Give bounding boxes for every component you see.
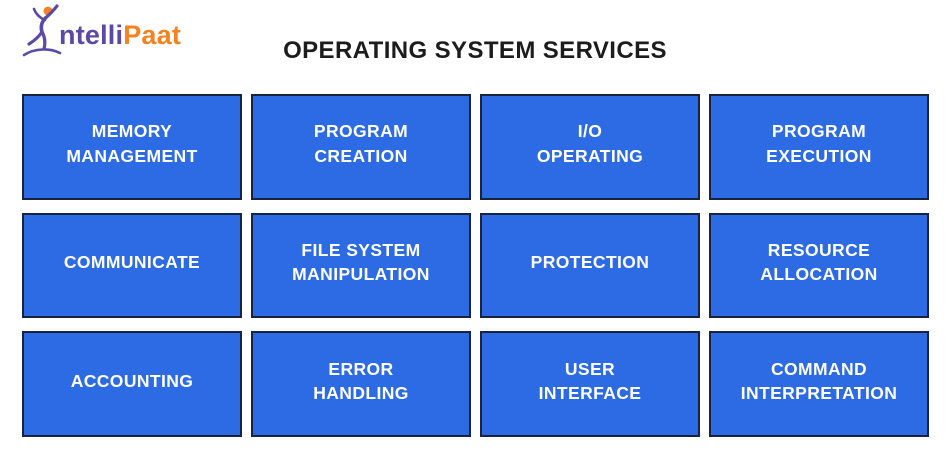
service-box-label: FILE SYSTEM (301, 239, 421, 260)
service-box-label: INTERPRETATION (740, 383, 898, 404)
service-box: ACCOUNTING (22, 331, 242, 437)
intellipaat-logo: ntelliPaat (22, 2, 181, 62)
service-box-label: MANAGEMENT (66, 145, 198, 166)
service-box-label: PROGRAM (313, 121, 409, 142)
service-box-label: PROGRAM (771, 121, 867, 142)
services-grid: MEMORY MANAGEMENT PROGRAM CREATION I/O OPERAT… (22, 94, 929, 437)
service-box-label: RESOURCE (767, 239, 871, 260)
service-box-label: EXECUTION (766, 145, 872, 166)
service-box: MEMORY MANAGEMENT (22, 94, 242, 200)
service-box-label: USER (564, 358, 616, 379)
logo-wordmark-part1: ntelli (59, 19, 124, 50)
service-box: USER INTERFACE (480, 331, 700, 437)
leaping-person-icon (22, 3, 68, 61)
service-box: I/O OPERATING (480, 94, 700, 200)
logo-wordmark: ntelliPaat (59, 20, 181, 51)
service-box-label: CREATION (314, 145, 408, 166)
service-box: ERROR HANDLING (251, 331, 471, 437)
service-box-label: MEMORY (91, 121, 173, 142)
logo-wordmark-part2: Paat (123, 19, 182, 50)
service-box: COMMUNICATE (22, 212, 242, 319)
service-box: PROTECTION (480, 212, 700, 319)
service-box-label: ALLOCATION (760, 264, 878, 285)
service-box-label: ERROR (328, 358, 394, 379)
service-box: COMMAND INTERPRETATION (709, 331, 929, 437)
service-box-label: COMMUNICATE (63, 252, 201, 273)
service-box-label: ACCOUNTING (70, 370, 194, 391)
service-box: PROGRAM EXECUTION (709, 94, 929, 200)
service-box-label: MANIPULATION (292, 264, 430, 285)
service-box-label: INTERFACE (538, 383, 642, 404)
service-box-label: COMMAND (770, 358, 868, 379)
service-box: FILE SYSTEM MANIPULATION (251, 212, 471, 319)
service-box-label: HANDLING (313, 383, 409, 404)
service-box: PROGRAM CREATION (251, 94, 471, 200)
service-box-label: PROTECTION (530, 252, 650, 273)
service-box: RESOURCE ALLOCATION (709, 212, 929, 319)
service-box-label: I/O (577, 121, 603, 142)
page-title: OPERATING SYSTEM SERVICES (283, 37, 667, 64)
service-box-label: OPERATING (536, 145, 644, 166)
